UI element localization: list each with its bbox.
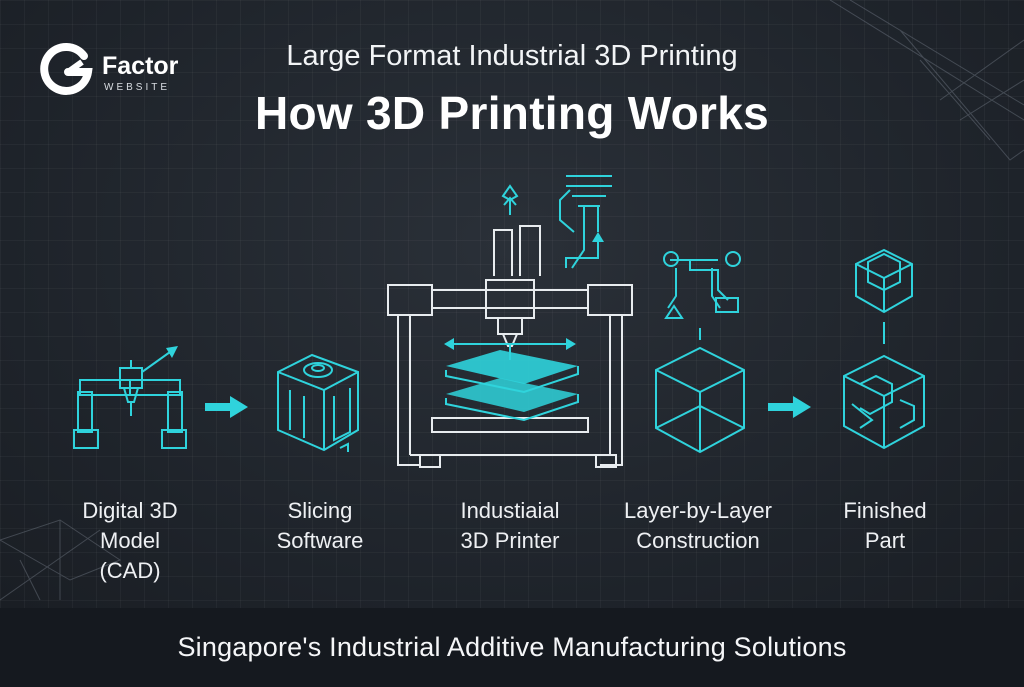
step-label-line: Finished (843, 498, 927, 523)
step-label-printer: Industiaial 3D Printer (430, 496, 590, 556)
step-label-line: Digital 3D (82, 498, 178, 523)
page-title: How 3D Printing Works (254, 87, 770, 139)
step-label-line: Construction (636, 528, 760, 553)
g-logo-icon (40, 43, 93, 95)
step-label-line: Slicing (287, 498, 353, 523)
blueprint-decoration (0, 0, 1024, 601)
brand-name: Factor (102, 52, 179, 80)
industrial-printer-icon (387, 175, 633, 468)
arrow-right-icon (205, 396, 248, 418)
step-label-layer: Layer-by-Layer Construction (600, 496, 796, 556)
step-label-line: Layer-by-Layer (624, 498, 772, 523)
cad-gantry-icon (73, 346, 187, 449)
step-label-line: Software (276, 528, 364, 553)
diagram-background: Factor WEBSITE Large Format Industrial 3… (0, 0, 1024, 608)
layer-cube-icon (655, 251, 745, 454)
slicer-cube-icon (277, 353, 359, 452)
page-subtitle: Large Format Industrial 3D Printing (286, 40, 738, 72)
footer-bar: Singapore's Industrial Additive Manufact… (0, 608, 1024, 687)
step-label-finished: Finished Part (820, 496, 950, 556)
finished-part-icon (843, 248, 925, 450)
step-label-line: Model (100, 528, 160, 553)
step-label-line: (CAD) (99, 558, 161, 583)
footer-tagline: Singapore's Industrial Additive Manufact… (177, 632, 847, 662)
step-label-line: Part (864, 528, 906, 553)
process-diagram: .w { stroke:#e8ecef; stroke-width:2; fil… (73, 175, 925, 468)
step-label-cad: Digital 3D Model (CAD) (60, 496, 200, 586)
arrow-right-icon (768, 396, 811, 418)
step-label-slicing: Slicing Software (250, 496, 390, 556)
step-label-line: Industiaial (460, 498, 560, 523)
brand-subtitle: WEBSITE (104, 82, 171, 93)
brand-logo: Factor WEBSITE (38, 38, 198, 102)
step-label-line: 3D Printer (460, 528, 560, 553)
